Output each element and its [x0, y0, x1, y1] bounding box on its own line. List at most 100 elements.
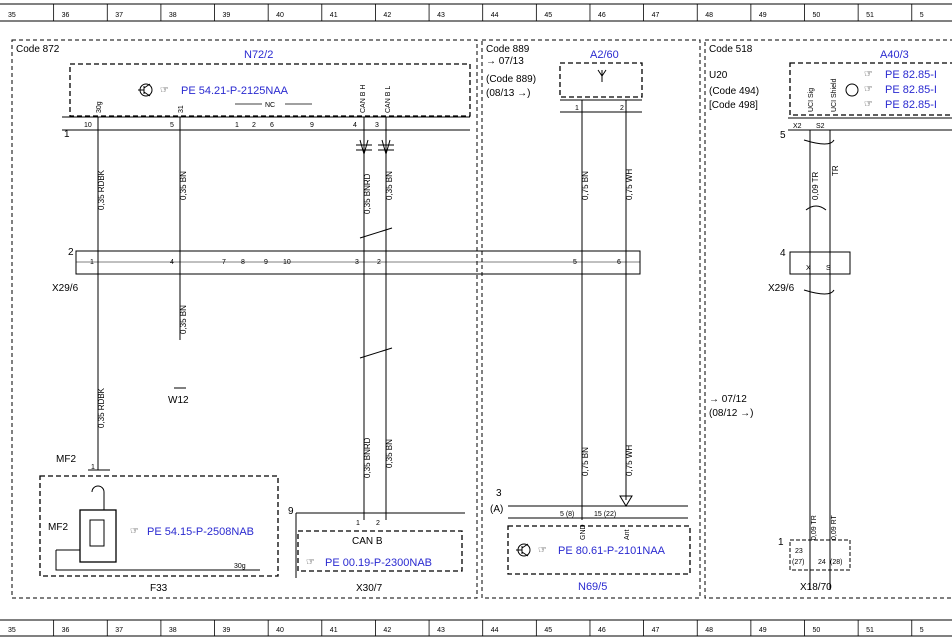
ruler-number: 46	[598, 12, 606, 19]
wires-section-2	[581, 100, 633, 520]
n72-pin-10: 10	[84, 122, 92, 129]
hand-pointer-icon: ☞	[538, 545, 547, 556]
x18-pin-27: (27)	[792, 559, 804, 566]
ruler-number: 39	[223, 627, 231, 634]
ruler-number: 45	[544, 627, 552, 634]
wire-label-w4b: 0,35 BN	[385, 439, 394, 468]
ruler-number: 48	[705, 627, 713, 634]
wire-label-w6b: 0,75 WH	[625, 445, 634, 476]
ruler-number: 35	[8, 627, 16, 634]
hand-pointer-icon: ☞	[864, 99, 873, 110]
hand-pointer-icon: ☞	[306, 557, 315, 568]
x30-pin-2: 2	[376, 520, 380, 527]
a2-60-label[interactable]: A2/60	[590, 49, 619, 61]
ruler-number: 45	[544, 12, 552, 19]
antenna-icon	[597, 69, 607, 82]
x30-terminal-number: 9	[288, 506, 294, 517]
section-code-872: Code 872	[16, 44, 60, 55]
ruler-number: 50	[813, 12, 821, 19]
section-code-518: Code 518	[709, 44, 753, 55]
x29-pin-3: 3	[355, 259, 359, 266]
pin-label-31: 31	[178, 105, 185, 113]
n69-pin-label-ant: Ant	[624, 529, 631, 540]
mf2-side-label: MF2	[48, 522, 68, 533]
ruler-number: 42	[383, 627, 391, 634]
n69-5-label[interactable]: N69/5	[578, 581, 607, 593]
x18-pin-23: 23	[795, 548, 803, 555]
ruler-number: 49	[759, 12, 767, 19]
ruler-number: 42	[383, 12, 391, 19]
ruler-number: 43	[437, 12, 445, 19]
x29-terminal-number: 2	[68, 247, 74, 258]
x29-6-connector: 2 X29/6 1 4 7 8 9 10 3 2 5 6	[52, 247, 641, 294]
ruler-number: 36	[62, 12, 70, 19]
x29-pin-6: 6	[617, 259, 621, 266]
can-b-label: CAN B	[352, 536, 383, 547]
hand-pointer-icon: ☞	[864, 69, 873, 80]
wire-label-w1b: 0,35 RDBK	[97, 387, 106, 428]
x30-7-ref-link[interactable]: PE 00.19-P-2300NAB	[325, 557, 432, 569]
x29-right-pin-x: X	[806, 265, 811, 272]
wire-label-w4: 0,35 BN	[385, 171, 394, 200]
x29-right-label: X29/6	[768, 283, 795, 294]
ruler-number: 38	[169, 627, 177, 634]
hand-pointer-icon: ☞	[160, 85, 169, 96]
x30-pin-1: 1	[356, 520, 360, 527]
n69-pin-5: 5 (8)	[560, 511, 574, 518]
n69-5-ref-link[interactable]: PE 80.61-P-2101NAA	[558, 545, 666, 557]
a40-3-label[interactable]: A40/3	[880, 49, 909, 61]
transistor-icon	[845, 83, 859, 97]
a260-pin-2: 2	[620, 105, 624, 112]
x29-6-right-connector: 4 X S X29/6	[768, 248, 851, 294]
wire-label-w1: 0,35 RDBK	[97, 169, 106, 210]
nc-label: NC	[265, 102, 275, 109]
ruler-number: 5	[920, 12, 924, 19]
x29-pin-5: 5	[573, 259, 577, 266]
x29-pin-10: 10	[283, 259, 291, 266]
n72-2-module: N72/2 ☞ PE 54.21-P-2125NAA 30g 31 CAN B …	[62, 49, 471, 140]
ruler-number: 47	[652, 627, 660, 634]
code-498-label: [Code 498]	[709, 100, 758, 111]
wire-label-w2: 0,35 BN	[179, 171, 188, 200]
x29-right-terminal-4: 4	[780, 248, 786, 259]
ruler-number: 44	[491, 12, 499, 19]
wire-label-w3: 0,35 BNRD	[363, 173, 372, 214]
x18-pin-28: (28)	[830, 559, 842, 566]
a260-note-2: (Code 889)	[486, 74, 536, 85]
x29-pin-8: 8	[241, 259, 245, 266]
f33-pin-30g: 30g	[234, 563, 246, 570]
n72-2-ref-link[interactable]: PE 54.21-P-2125NAA	[181, 85, 289, 97]
n72-2-label[interactable]: N72/2	[244, 49, 273, 61]
ruler-number: 36	[62, 627, 70, 634]
n69-pin-15: 15 (22)	[594, 511, 616, 518]
a260-note-3: (08/13 →)	[486, 88, 530, 99]
n72-pin-3: 3	[375, 122, 379, 129]
x29-pin-4: 4	[170, 259, 174, 266]
n72-pin-6: 6	[270, 122, 274, 129]
n72-pin-1: 1	[235, 122, 239, 129]
ruler-number: 38	[169, 12, 177, 19]
x30-7-connector: 9 1 2 CAN B ☞ PE 00.19-P-2300NAB X30/7	[288, 506, 465, 594]
n72-terminal-number: 1	[64, 129, 70, 140]
n72-pin-9: 9	[310, 122, 314, 129]
ruler-number: 35	[8, 12, 16, 19]
section-code-889: Code 889	[486, 44, 530, 55]
a40-terminal-5: 5	[780, 130, 786, 141]
a260-note-1: → 07/13	[486, 56, 524, 67]
x29-pin-1: 1	[90, 259, 94, 266]
a2-60-antenna: A2/60 1 2	[559, 49, 643, 113]
pin-label-can-b-h: CAN B H	[360, 85, 367, 113]
x29-right-pin-s: S	[826, 265, 831, 272]
n69-pin-label-gnd: GND	[580, 524, 587, 540]
x29-pin-2: 2	[377, 259, 381, 266]
pin-label-uci-shield: UCI Shield	[831, 78, 838, 112]
a40-3-ref-link-2[interactable]: PE 82.85-I	[885, 84, 937, 96]
a40-3-ref-link-3[interactable]: PE 82.85-I	[885, 99, 937, 111]
hand-pointer-icon: ☞	[864, 84, 873, 95]
a40-3-ref-link-1[interactable]: PE 82.85-I	[885, 69, 937, 81]
ruler-number: 44	[491, 627, 499, 634]
x18-pin-24: 24	[818, 559, 826, 566]
code518-note-2: (08/12 →)	[709, 408, 753, 419]
f33-ref-link[interactable]: PE 54.15-P-2508NAB	[147, 526, 254, 538]
